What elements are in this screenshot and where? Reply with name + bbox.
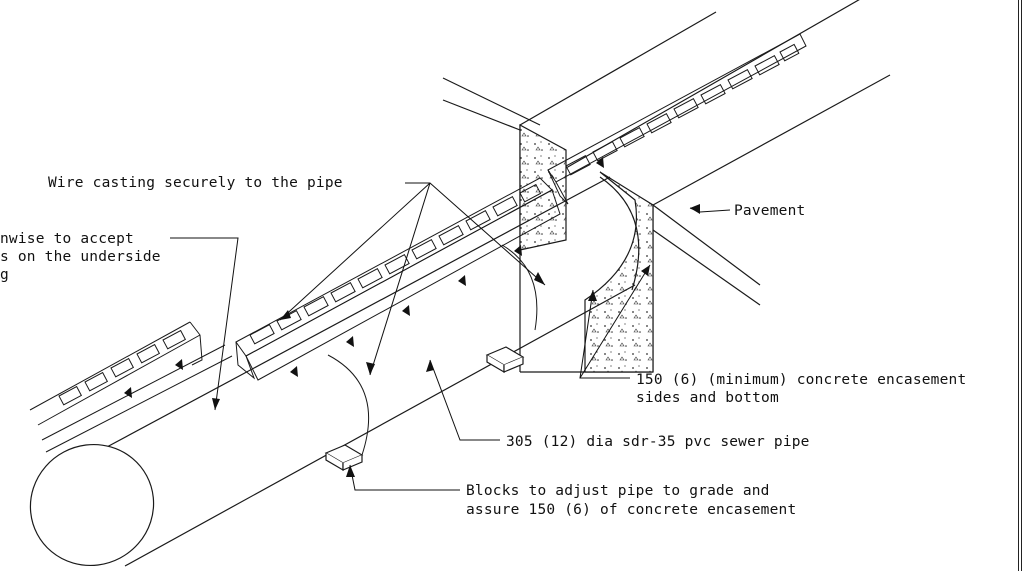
trench-outline: [442, 0, 891, 373]
label-notch-line-3: g: [0, 267, 9, 283]
label-pavement: Pavement: [734, 203, 806, 219]
label-blocks-line-1: Blocks to adjust pipe to grade and: [466, 483, 770, 499]
cable-casting-right: [547, 33, 807, 205]
sewer-pipe: [29, 176, 640, 567]
label-sewer-pipe: 305 (12) dia sdr-35 pvc sewer pipe: [506, 434, 810, 450]
label-blocks-line-2: assure 150 (6) of concrete encasement: [466, 502, 797, 518]
label-wire-casting: Wire casting securely to the pipe: [48, 175, 343, 191]
label-encasement-line-1: 150 (6) (minimum) concrete encasement: [636, 372, 967, 388]
grade-block-rear: [485, 346, 525, 374]
concrete-encasement-right: [584, 171, 654, 373]
grade-block-front: [324, 444, 364, 472]
leader-blocks: [349, 464, 460, 491]
leader-pipe: [429, 359, 500, 441]
label-encasement-line-2: sides and bottom: [636, 390, 779, 406]
drawing-border: [1018, 0, 1022, 571]
label-notch-line-2: s on the underside: [0, 249, 161, 265]
label-notch-line-1: nwise to accept: [0, 231, 134, 247]
cable-casting-far: [29, 321, 233, 453]
leader-notch: [170, 237, 239, 411]
cable-casting-middle: [235, 177, 561, 381]
